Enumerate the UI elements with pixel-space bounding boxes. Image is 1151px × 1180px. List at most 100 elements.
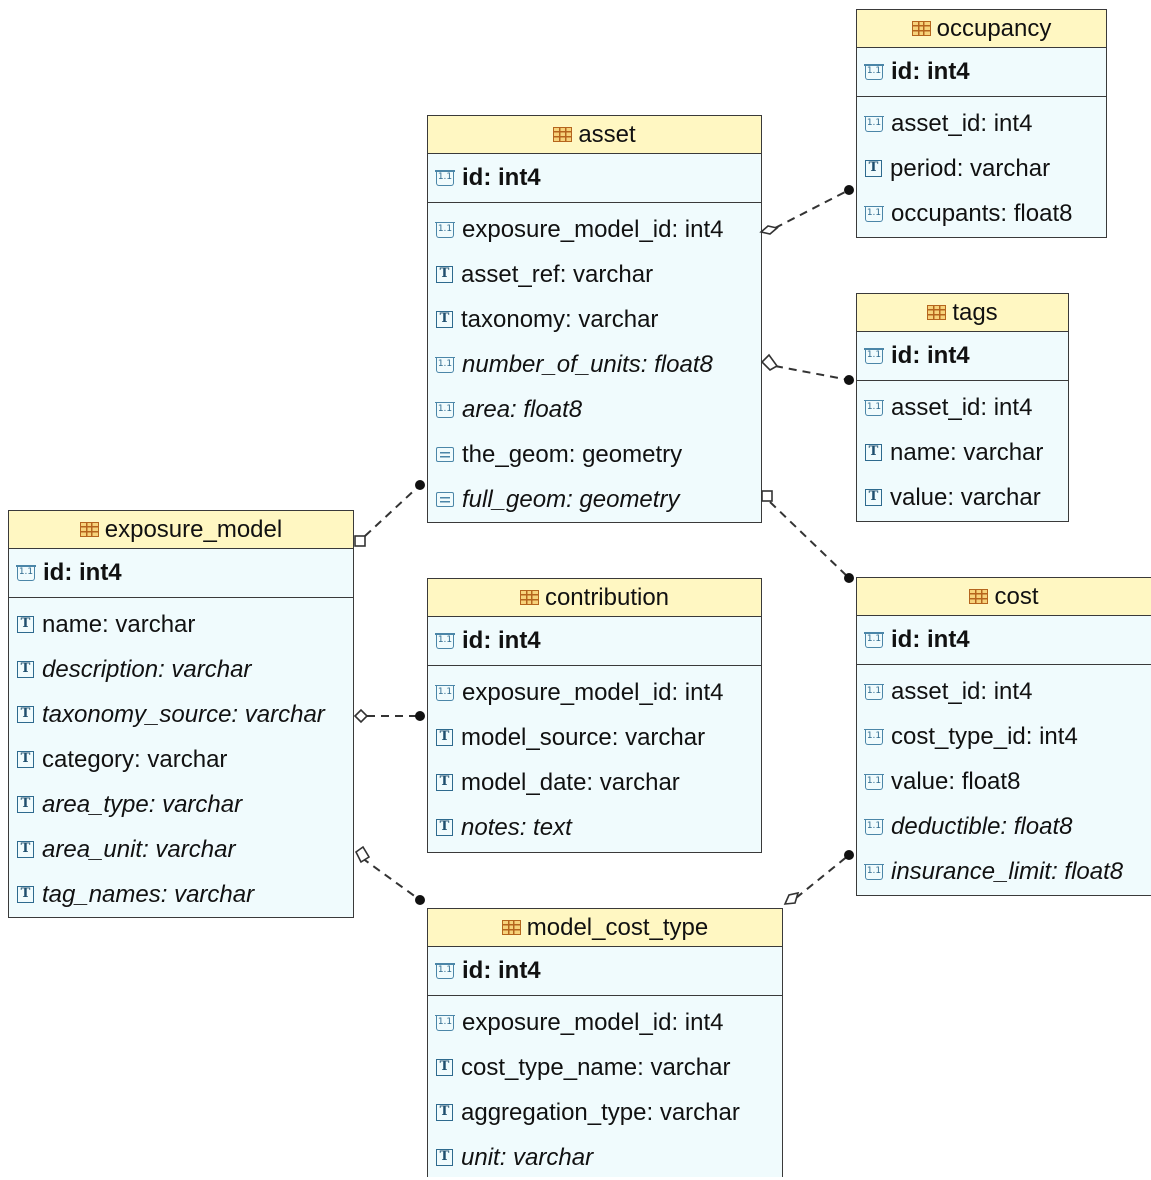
table-icon xyxy=(501,920,521,935)
table-icon xyxy=(969,589,989,604)
relationship-line-cost-asset[interactable] xyxy=(769,501,850,579)
numeric-column-icon: 1.1 xyxy=(864,818,884,835)
column-label: id: int4 xyxy=(891,626,970,653)
table-tags-primary-key[interactable]: 1.1 id: int4 xyxy=(857,332,1068,381)
table-contribution-name: contribution xyxy=(544,583,670,611)
column-label: number_of_units: float8 xyxy=(462,350,713,378)
column-label: model_source: varchar xyxy=(461,723,706,751)
table-model-cost-type-header[interactable]: model_cost_type xyxy=(428,909,782,947)
column-label: model_date: varchar xyxy=(461,768,680,796)
table-icon xyxy=(911,21,931,36)
table-exposure-model-primary-key[interactable]: 1.1 id: int4 xyxy=(9,549,353,598)
relationship-diamond-marker xyxy=(783,891,800,905)
text-column-icon: T xyxy=(17,886,34,903)
column-row[interactable]: full_geom: geometry xyxy=(428,477,761,522)
column-row[interactable]: the_geom: geometry xyxy=(428,432,761,477)
relationship-endpoint-dot xyxy=(844,850,854,860)
text-column-icon: T xyxy=(436,729,453,746)
table-tags-header[interactable]: tags xyxy=(857,294,1068,332)
numeric-column-icon: 1.1 xyxy=(864,728,884,745)
column-label: area_unit: varchar xyxy=(42,835,236,863)
relationship-line-occupancy-asset[interactable] xyxy=(774,189,850,229)
table-model-cost-type-name: model_cost_type xyxy=(526,913,709,941)
table-asset-header[interactable]: asset xyxy=(428,116,761,154)
column-label: exposure_model_id: int4 xyxy=(462,1008,724,1036)
table-asset-name: asset xyxy=(578,120,636,148)
table-contribution-header[interactable]: contribution xyxy=(428,579,761,617)
column-label: asset_ref: varchar xyxy=(461,260,654,288)
column-label: cost_type_name: varchar xyxy=(461,1053,731,1081)
table-model-cost-type-primary-key[interactable]: 1.1 id: int4 xyxy=(428,947,782,996)
column-label: exposure_model_id: int4 xyxy=(462,678,724,706)
column-label: id: int4 xyxy=(462,627,541,654)
relationship-line-asset-exposure-model[interactable] xyxy=(364,484,421,537)
relationship-line-model-cost-type-exposure-model[interactable] xyxy=(361,857,421,901)
numeric-column-icon: 1.1 xyxy=(435,633,455,649)
numeric-column-icon: 1.1 xyxy=(864,863,884,880)
table-exposure-model-header[interactable]: exposure_model xyxy=(9,511,353,549)
relationship-diamond-marker xyxy=(353,708,369,724)
column-label: description: varchar xyxy=(42,655,252,683)
text-column-icon: T xyxy=(17,661,34,678)
relationship-line-tags-asset[interactable] xyxy=(774,365,850,381)
text-column-icon: T xyxy=(17,706,34,723)
geometry-column-icon xyxy=(436,447,454,462)
table-contribution-primary-key[interactable]: 1.1 id: int4 xyxy=(428,617,761,666)
column-label: occupants: float8 xyxy=(891,199,1073,227)
text-column-icon: T xyxy=(17,751,34,768)
table-occupancy-primary-key[interactable]: 1.1 id: int4 xyxy=(857,48,1106,97)
table-cost-primary-key[interactable]: 1.1 id: int4 xyxy=(857,616,1151,665)
table-cost-header[interactable]: cost xyxy=(857,578,1151,616)
column-label: area: float8 xyxy=(462,395,583,423)
text-column-icon: T xyxy=(17,796,34,813)
table-exposure-model-name: exposure_model xyxy=(104,515,283,543)
table-occupancy-header[interactable]: occupancy xyxy=(857,10,1106,48)
numeric-column-icon: 1.1 xyxy=(435,221,455,238)
geometry-column-icon xyxy=(436,492,454,507)
text-column-icon: T xyxy=(436,1104,453,1121)
text-column-icon: T xyxy=(436,1149,453,1166)
relationship-line-cost-model-cost-type[interactable] xyxy=(795,854,850,899)
table-asset-primary-key[interactable]: 1.1 id: int4 xyxy=(428,154,761,203)
